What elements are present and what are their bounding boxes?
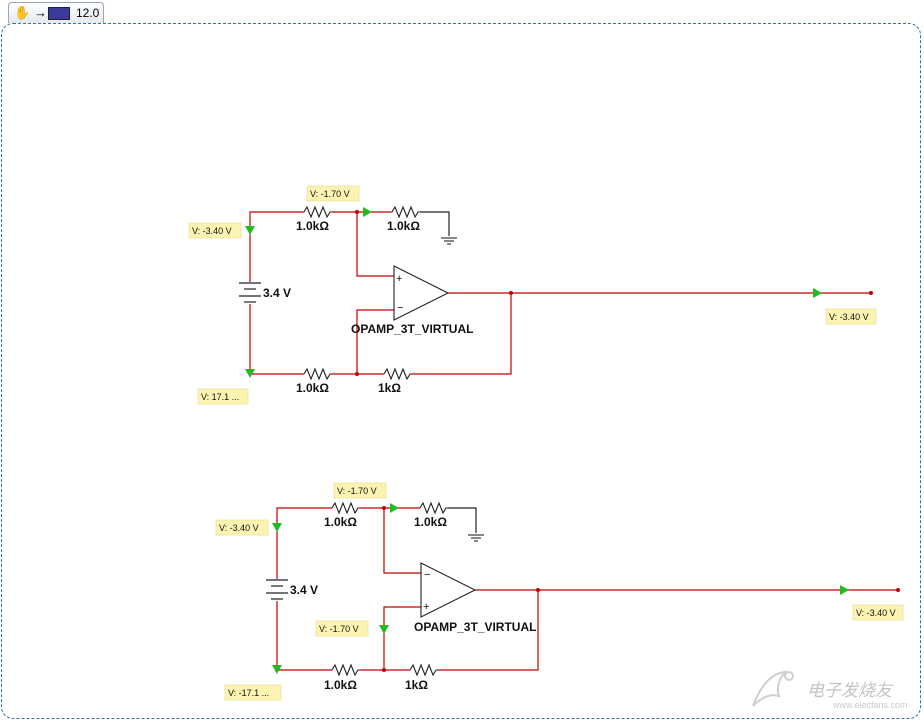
opamp[interactable] xyxy=(420,562,477,618)
probe-arrow-icon[interactable] xyxy=(813,288,822,298)
resistor-r3[interactable] xyxy=(303,367,332,381)
probe-arrow-icon[interactable] xyxy=(272,665,282,674)
probe[interactable]: V: -3.40 V xyxy=(215,519,269,536)
opamp-minus-label: − xyxy=(397,302,403,314)
resistor-r1[interactable] xyxy=(303,205,332,219)
probe[interactable]: V: 17.1 ... xyxy=(197,388,249,405)
resistor-r2-label: 1.0kΩ xyxy=(387,219,420,233)
resistor-r4-label: 1kΩ xyxy=(405,678,428,692)
watermark-logo: 电子发烧友 www.elecfans.com xyxy=(745,666,915,716)
probe-arrow-icon[interactable] xyxy=(245,369,255,378)
ground-icon xyxy=(467,534,485,542)
probe-arrow-icon[interactable] xyxy=(272,523,282,532)
resistor-r1[interactable] xyxy=(331,501,360,515)
resistor-r4[interactable] xyxy=(409,663,438,677)
probe-value: V: -1.70 V xyxy=(310,189,350,199)
probe-arrow-icon[interactable] xyxy=(379,625,389,634)
opamp[interactable] xyxy=(393,265,450,321)
opamp-label: OPAMP_3T_VIRTUAL xyxy=(351,322,473,336)
probe-value: V: 17.1 ... xyxy=(201,392,239,402)
resistor-r3-label: 1.0kΩ xyxy=(296,381,329,395)
watermark-text: 电子发烧友 xyxy=(807,681,892,700)
resistor-r3-label: 1.0kΩ xyxy=(324,678,357,692)
probe-arrow-icon[interactable] xyxy=(840,585,849,595)
probe-value: V: -3.40 V xyxy=(856,608,896,618)
opamp-minus-label: − xyxy=(424,569,430,581)
watermark-figure-icon xyxy=(752,670,794,707)
probe-arrow-icon[interactable] xyxy=(245,226,255,235)
node-dot xyxy=(869,291,873,295)
circuit-top: + − 1.0kΩ 1.0kΩ 1.0kΩ 1kΩ 3.4 V OPAMP_3T… xyxy=(188,185,877,405)
wire-top-left[interactable] xyxy=(249,211,304,282)
watermark-url: www.elecfans.com xyxy=(833,700,908,710)
probe-value: V: -17.1 ... xyxy=(228,688,269,698)
battery[interactable] xyxy=(266,579,288,600)
wire-bottom-left[interactable] xyxy=(249,304,304,375)
zoom-tab[interactable]: ✋ → 12.0 xyxy=(8,2,104,23)
wire-plus-input[interactable] xyxy=(356,212,394,277)
wire-top-ground[interactable] xyxy=(448,507,477,533)
resistor-r1-label: 1.0kΩ xyxy=(324,515,357,529)
wire-minus-input[interactable] xyxy=(383,508,421,574)
resistor-r4-label: 1kΩ xyxy=(378,381,401,395)
opamp-plus-label: + xyxy=(396,273,402,285)
opamp-label: OPAMP_3T_VIRTUAL xyxy=(414,620,536,634)
resistor-r2[interactable] xyxy=(391,205,420,219)
node-dot xyxy=(536,588,540,592)
battery-label: 3.4 V xyxy=(263,286,291,300)
resistor-r2[interactable] xyxy=(419,501,448,515)
hand-icon[interactable]: ✋ xyxy=(14,5,31,20)
resistor-r4[interactable] xyxy=(383,367,412,381)
opamp-plus-label: + xyxy=(423,601,429,613)
wire-plus-input[interactable] xyxy=(383,606,421,670)
wire-minus-input[interactable] xyxy=(356,309,394,374)
node-dot xyxy=(509,291,513,295)
schematic-sheet[interactable] xyxy=(1,23,921,719)
probe-value: V: -3.40 V xyxy=(829,312,869,322)
probe-value: V: -1.70 V xyxy=(337,486,377,496)
probe-value: V: -3.40 V xyxy=(219,523,259,533)
probe[interactable]: V: -3.40 V xyxy=(825,308,877,325)
wire-top-left[interactable] xyxy=(276,507,332,579)
resistor-r1-label: 1.0kΩ xyxy=(296,219,329,233)
resistor-r2-label: 1.0kΩ xyxy=(414,515,447,529)
wire-feedback[interactable] xyxy=(412,293,512,375)
resistor-r3[interactable] xyxy=(331,663,360,677)
analyzer-icon[interactable] xyxy=(48,7,70,20)
probe-arrow-icon[interactable] xyxy=(363,207,372,217)
probe[interactable]: V: -17.1 ... xyxy=(224,684,282,701)
ground-icon xyxy=(440,237,458,245)
circuit-bottom: − + 1.0kΩ 1.0kΩ 1.0kΩ 1kΩ 3.4 V OPAMP_3T… xyxy=(215,482,904,701)
zoom-value[interactable]: 12.0 xyxy=(76,6,100,20)
wire-feedback[interactable] xyxy=(438,590,539,671)
battery[interactable] xyxy=(239,282,261,303)
node-dot xyxy=(382,506,386,510)
probe[interactable]: V: -3.40 V xyxy=(852,604,904,621)
probe[interactable]: V: -1.70 V xyxy=(315,620,369,637)
wire-top-ground[interactable] xyxy=(420,211,450,236)
probe[interactable]: V: -1.70 V xyxy=(306,185,360,202)
probe[interactable]: V: -3.40 V xyxy=(188,222,242,239)
probe[interactable]: V: -1.70 V xyxy=(333,482,387,499)
node-dot xyxy=(355,372,359,376)
probe-value: V: -3.40 V xyxy=(192,226,232,236)
node-dot xyxy=(355,210,359,214)
node-dot xyxy=(896,588,900,592)
node-dot xyxy=(382,668,386,672)
battery-label: 3.4 V xyxy=(290,583,318,597)
probe-value: V: -1.70 V xyxy=(319,624,359,634)
arrow-right-icon: → xyxy=(34,5,47,20)
probe-arrow-icon[interactable] xyxy=(390,503,399,513)
